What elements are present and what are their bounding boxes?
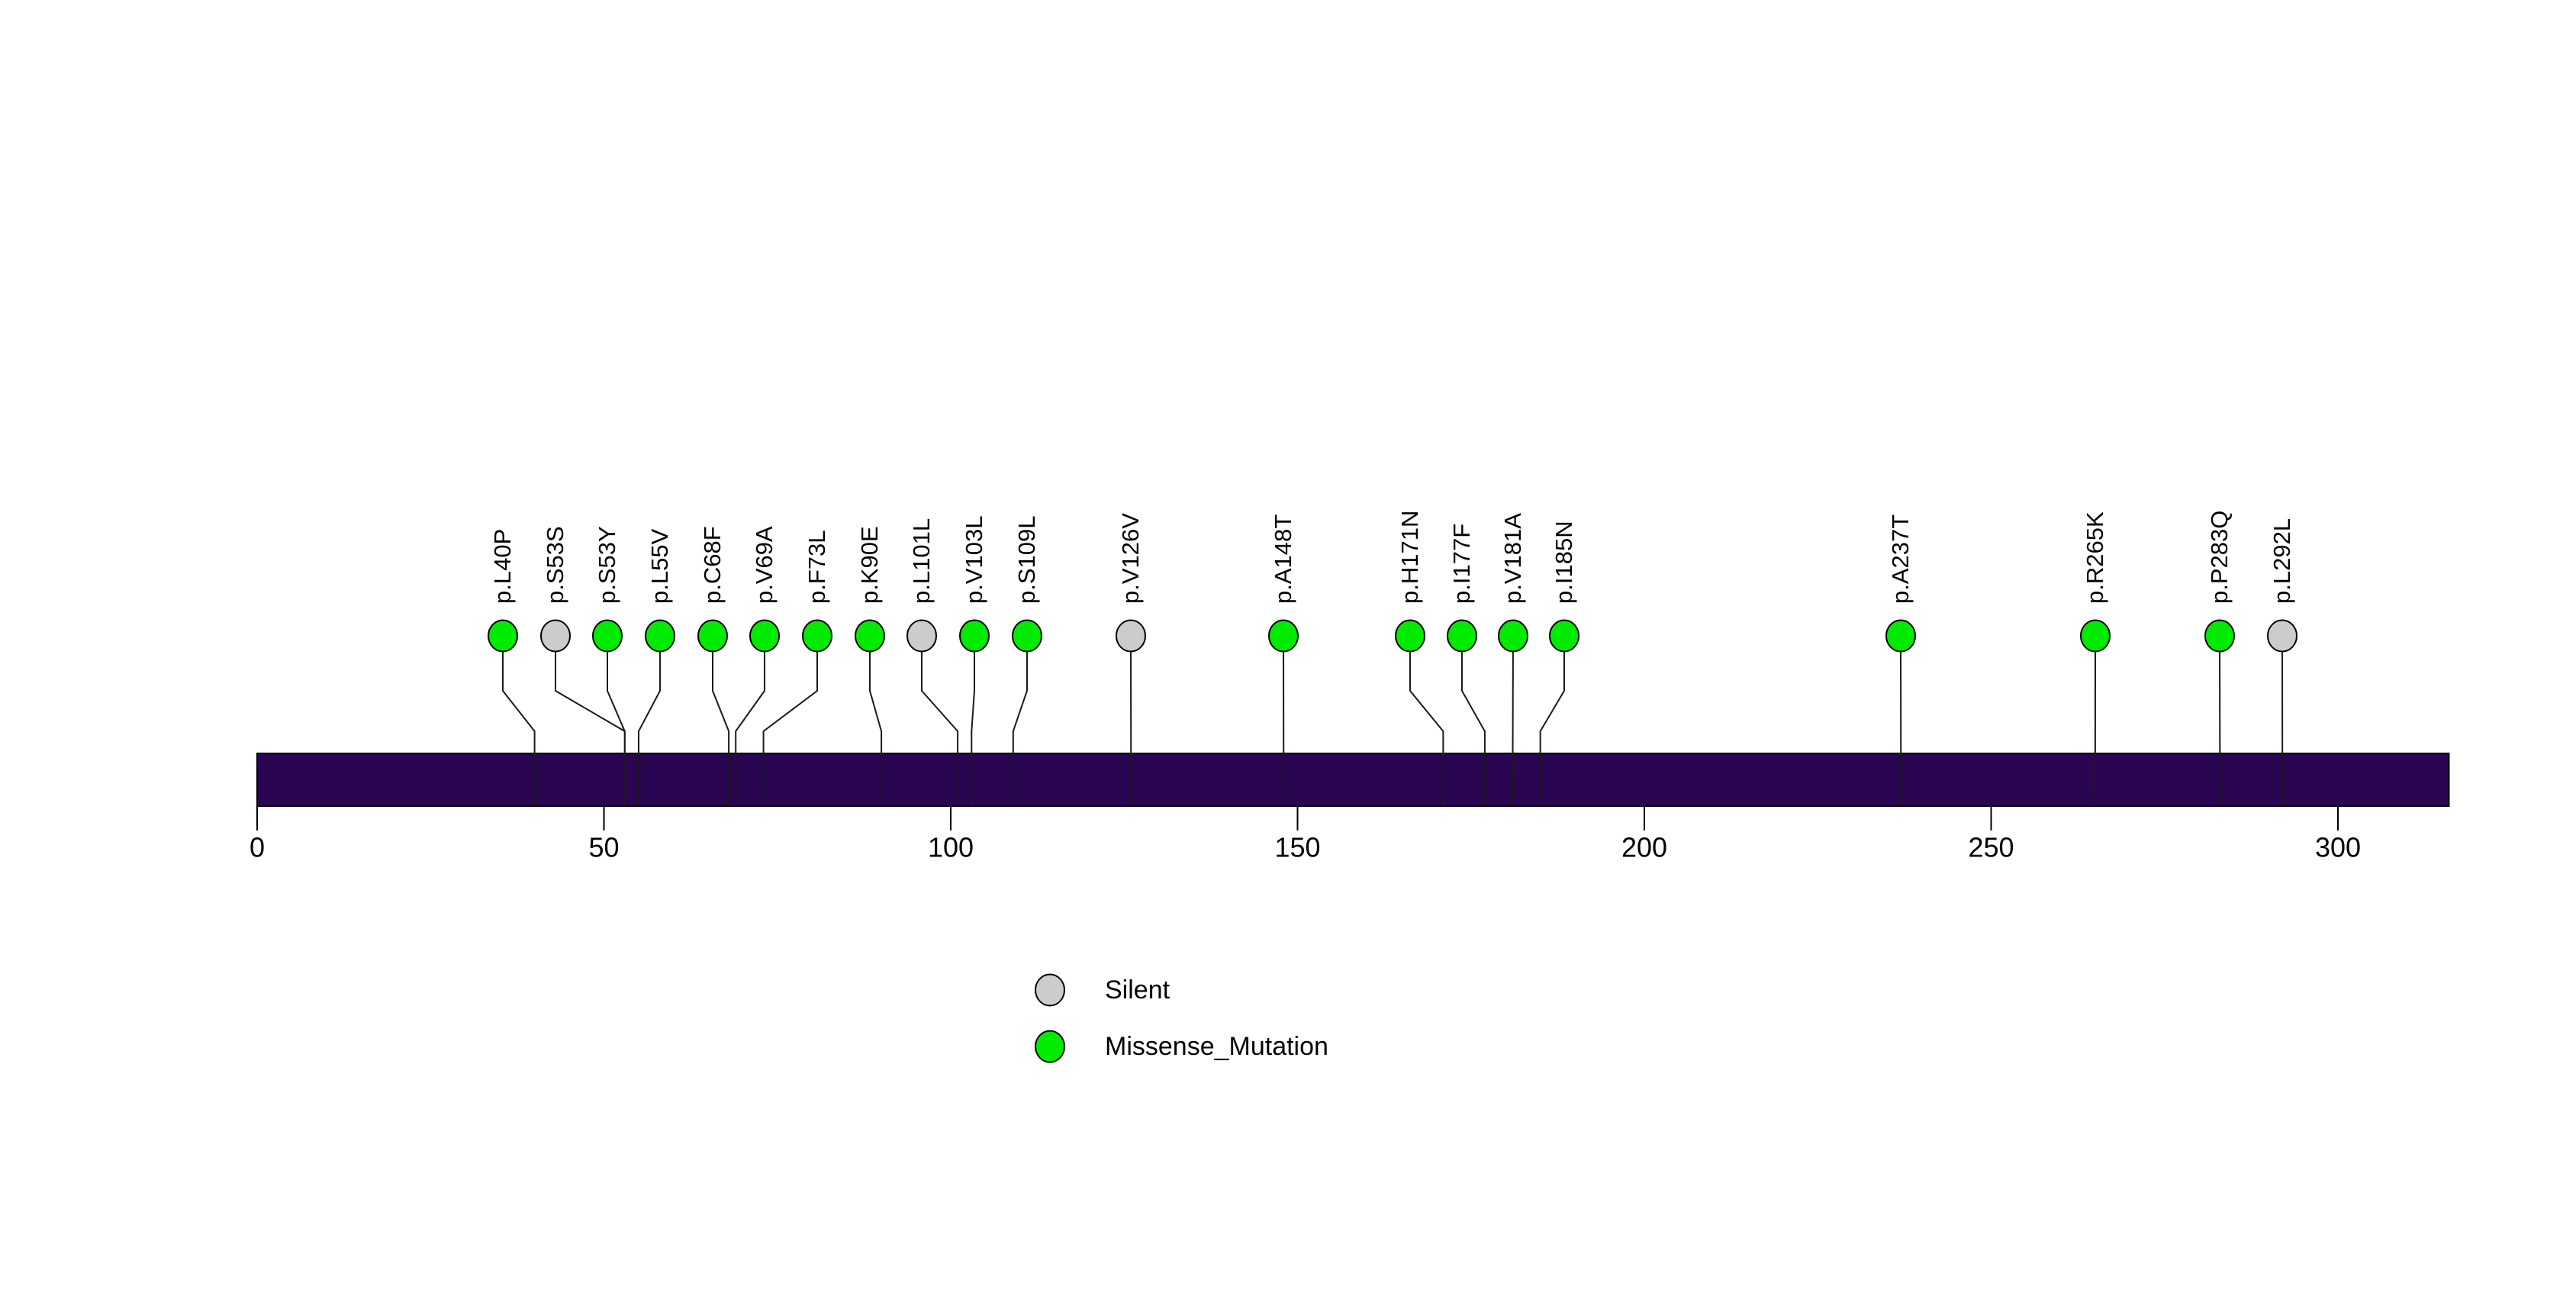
axis-tick-label: 0	[250, 831, 265, 863]
mutation-label: p.A148T	[1270, 514, 1296, 604]
mutation-circle	[802, 619, 832, 653]
axis-tick-label: 300	[2315, 831, 2361, 863]
mutation-label: p.V103L	[961, 516, 987, 605]
mutation-circle	[1395, 619, 1425, 653]
mutation-label: p.K90E	[856, 526, 883, 604]
mutation-stick	[502, 636, 536, 806]
mutation-label: p.V181A	[1499, 513, 1526, 604]
mutation-label: p.R265K	[2082, 511, 2108, 604]
mutation-circle	[540, 619, 571, 653]
mutation-stick	[1461, 636, 1486, 806]
mutation-stick	[735, 636, 765, 806]
mutation-label: p.S53Y	[594, 526, 620, 604]
mutation-stick	[921, 636, 959, 806]
mutation-stick	[762, 636, 818, 806]
protein-bar	[256, 753, 2450, 807]
mutation-label: p.S109L	[1013, 516, 1040, 605]
legend-label: Silent	[1105, 976, 1170, 1005]
mutation-circle	[1447, 619, 1477, 653]
mutation-circle	[2204, 619, 2235, 653]
mutation-label: p.V126V	[1117, 513, 1144, 604]
mutation-circle	[855, 619, 885, 653]
mutation-stick	[1409, 636, 1444, 806]
mutation-stick	[1512, 635, 1514, 807]
axis-tick-label: 150	[1274, 831, 1320, 863]
mutation-circle	[1498, 619, 1528, 653]
axis-tick-label: 250	[1968, 831, 2014, 863]
mutation-label: p.S53S	[542, 526, 568, 604]
mutation-circle	[906, 619, 937, 653]
mutation-circle	[488, 619, 518, 653]
mutation-label: p.L101L	[908, 518, 935, 604]
mutation-label: p.P283Q	[2206, 511, 2233, 604]
mutation-label: p.F73L	[803, 530, 830, 604]
legend-swatch	[1035, 973, 1065, 1007]
legend-swatch	[1035, 1030, 1065, 1063]
mutation-label: p.L55V	[646, 528, 673, 604]
mutation-circle	[749, 619, 780, 653]
mutation-stick	[607, 636, 626, 806]
mutation-label: p.I185N	[1550, 521, 1577, 604]
mutation-stick	[971, 636, 975, 806]
mutation-circle	[959, 619, 990, 653]
mutation-label: p.L292L	[2268, 518, 2295, 604]
axis-tick-label: 200	[1621, 831, 1667, 863]
mutation-label: p.H171N	[1396, 511, 1423, 604]
mutation-label: p.C68F	[699, 526, 726, 604]
mutation-stick	[1539, 636, 1565, 806]
axis-tick-label: 100	[928, 831, 974, 863]
legend-label: Missense_Mutation	[1105, 1032, 1328, 1061]
mutation-circle	[697, 619, 728, 653]
mutation-circle	[645, 619, 675, 653]
mutation-stick	[712, 636, 730, 806]
mutation-circle	[592, 619, 623, 653]
mutation-circle	[1549, 619, 1579, 653]
mutation-circle	[2080, 619, 2111, 653]
mutation-label: p.V69A	[751, 526, 778, 604]
mutation-stick	[869, 636, 883, 806]
mutation-circle	[1268, 619, 1299, 653]
mutation-circle	[1885, 619, 1916, 653]
mutation-label: p.A237T	[1887, 514, 1914, 604]
mutation-circle	[1116, 619, 1146, 653]
mutation-label: p.L40P	[489, 529, 516, 604]
mutation-label: p.I177F	[1448, 524, 1475, 604]
mutation-circle	[1012, 619, 1042, 653]
mutation-stick	[1012, 636, 1028, 806]
mutation-circle	[2267, 619, 2297, 653]
mutation-stick	[637, 636, 661, 806]
axis-tick-label: 50	[588, 831, 619, 863]
